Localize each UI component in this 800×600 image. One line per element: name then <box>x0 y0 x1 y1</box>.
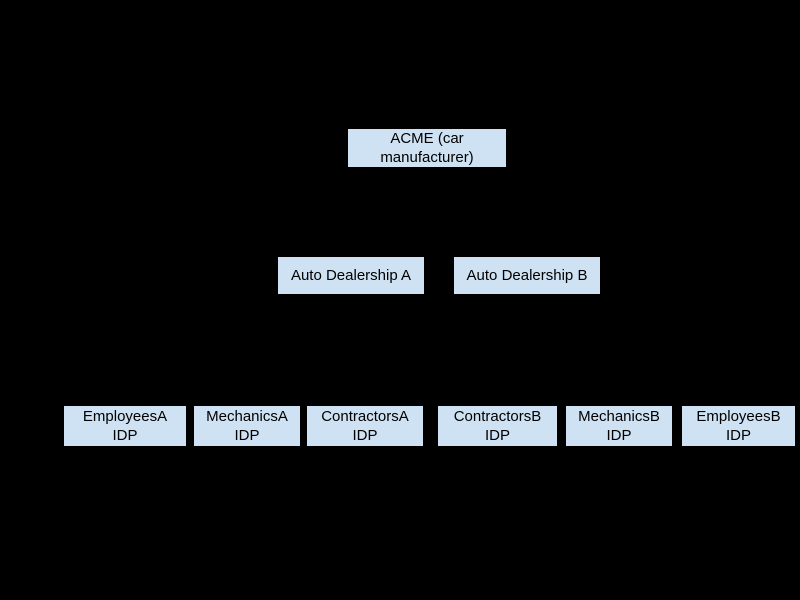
node-employees-b-idp: EmployeesB IDP <box>681 405 796 447</box>
node-mechanics-b-idp: MechanicsB IDP <box>565 405 673 447</box>
node-acme: ACME (car manufacturer) <box>347 128 507 168</box>
node-auto-dealership-b: Auto Dealership B <box>453 256 601 295</box>
node-mechanics-a-idp: MechanicsA IDP <box>193 405 301 447</box>
node-employees-a-idp: EmployeesA IDP <box>63 405 187 447</box>
node-contractors-a-idp: ContractorsA IDP <box>306 405 424 447</box>
node-auto-dealership-a: Auto Dealership A <box>277 256 425 295</box>
node-contractors-b-idp: ContractorsB IDP <box>437 405 558 447</box>
